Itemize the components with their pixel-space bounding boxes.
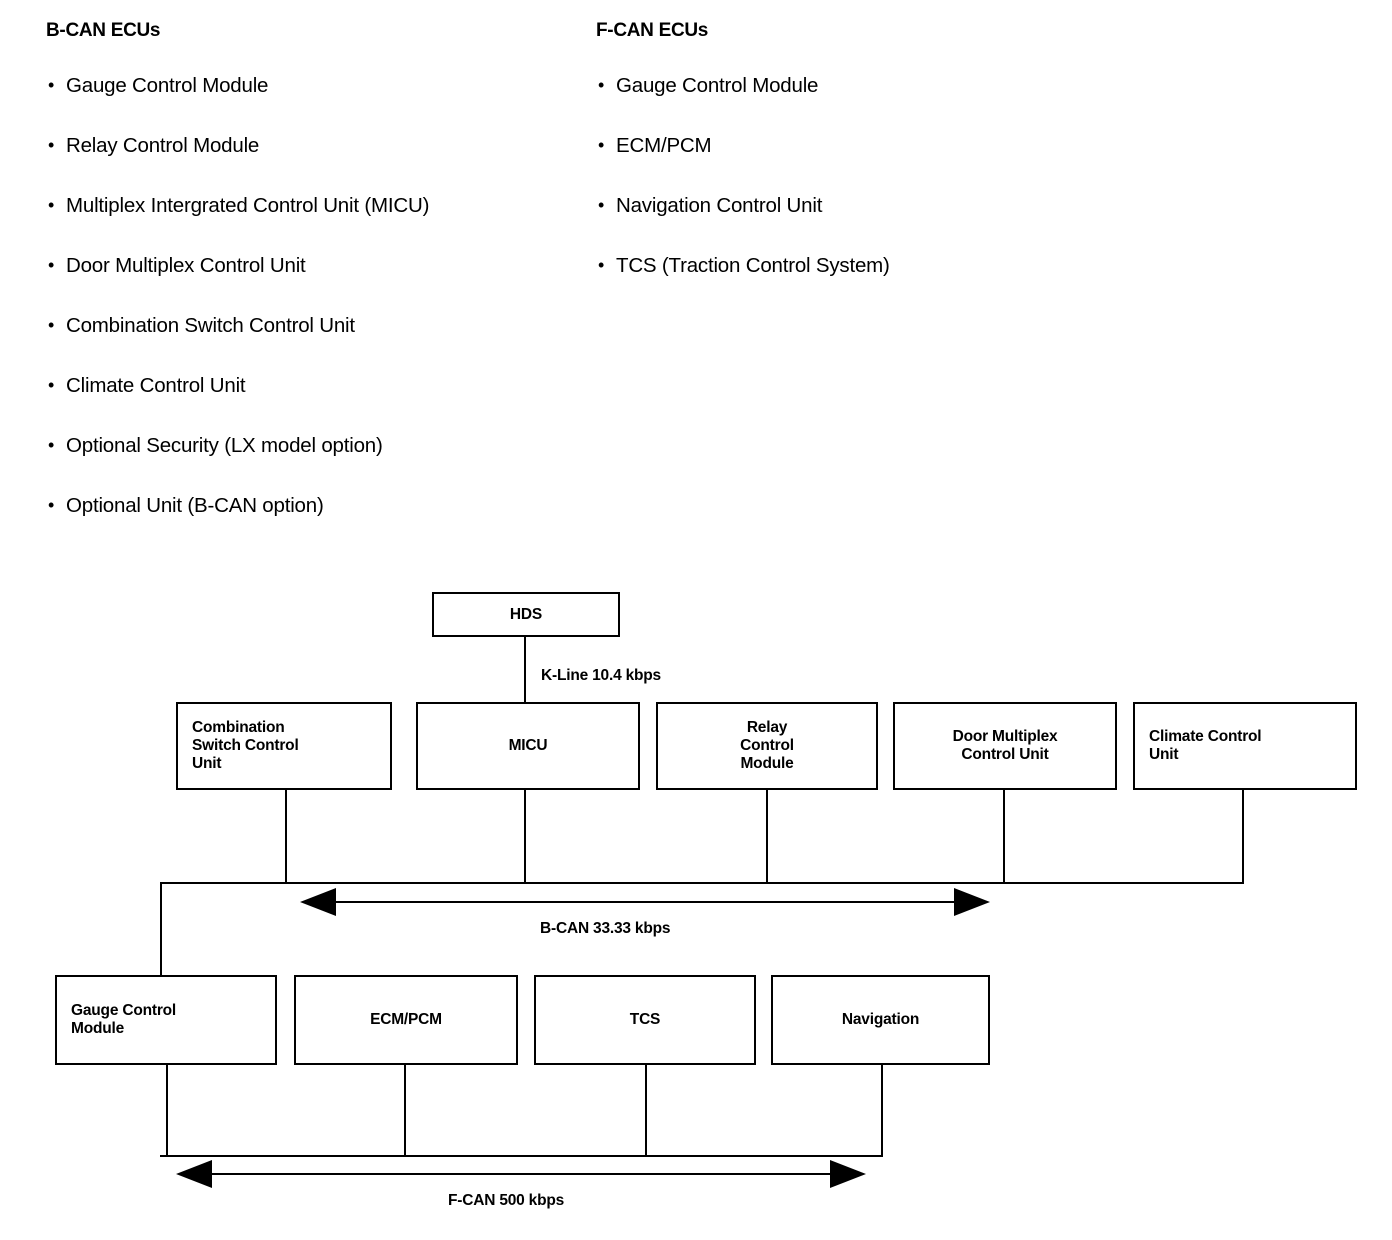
- node-label: Door Multiplex Control Unit: [952, 728, 1058, 763]
- list-item: • Door Multiplex Control Unit: [46, 254, 576, 278]
- node-label: MICU: [508, 737, 548, 754]
- list-item-label: Optional Security (LX model option): [66, 434, 383, 457]
- bcan-label: B-CAN 33.33 kbps: [540, 920, 671, 937]
- bullet-icon: •: [598, 135, 605, 155]
- wire-drop-micu: [524, 790, 526, 883]
- kline-label: K-Line 10.4 kbps: [541, 667, 661, 684]
- node-climate-control-unit: Climate Control Unit: [1133, 702, 1357, 790]
- list-item-label: Gauge Control Module: [66, 74, 269, 97]
- list-item-label: Relay Control Module: [66, 134, 260, 157]
- list-item-label: Climate Control Unit: [66, 374, 246, 397]
- node-label: Gauge Control Module: [71, 1002, 177, 1037]
- node-micu: MICU: [416, 702, 640, 790]
- fcan-double-arrow: [176, 1160, 866, 1188]
- bcan-ecu-list: B-CAN ECUs • Gauge Control Module • Rela…: [46, 20, 576, 554]
- node-label: Climate Control Unit: [1149, 728, 1262, 763]
- list-item-label: Combination Switch Control Unit: [66, 314, 355, 337]
- list-item-label: Multiplex Intergrated Control Unit (MICU…: [66, 194, 430, 217]
- bcan-list-heading: B-CAN ECUs: [46, 20, 161, 41]
- node-label: Combination Switch Control Unit: [192, 719, 299, 772]
- node-combination-switch-control-unit: Combination Switch Control Unit: [176, 702, 392, 790]
- list-item: • Relay Control Module: [46, 134, 576, 158]
- bullet-icon: •: [48, 75, 55, 95]
- wire-drop-combination-switch: [285, 790, 287, 883]
- node-ecm-pcm: ECM/PCM: [294, 975, 518, 1065]
- list-item: • Optional Unit (B-CAN option): [46, 494, 576, 518]
- node-label: HDS: [509, 605, 543, 623]
- bcan-double-arrow: [300, 888, 990, 916]
- node-label: ECM/PCM: [370, 1011, 442, 1028]
- list-item-label: Optional Unit (B-CAN option): [66, 494, 324, 517]
- bus-fcan-trunk: [160, 1155, 883, 1157]
- node-relay-control-module: Relay Control Module: [656, 702, 878, 790]
- wire-drop-door-multiplex: [1003, 790, 1005, 883]
- node-hds: HDS: [432, 592, 620, 637]
- node-door-multiplex-control-unit: Door Multiplex Control Unit: [893, 702, 1117, 790]
- bullet-icon: •: [48, 255, 55, 275]
- list-item-label: Door Multiplex Control Unit: [66, 254, 306, 277]
- node-label: Navigation: [841, 1011, 920, 1028]
- wire-drop-tcs: [645, 1065, 647, 1156]
- bus-bcan-trunk: [160, 882, 1244, 884]
- wire-drop-relay-control: [766, 790, 768, 883]
- bullet-icon: •: [48, 195, 55, 215]
- wire-kline: [524, 637, 526, 702]
- list-item-label: Gauge Control Module: [616, 74, 819, 97]
- fcan-label: F-CAN 500 kbps: [448, 1192, 565, 1209]
- bullet-icon: •: [48, 495, 55, 515]
- bullet-icon: •: [598, 195, 605, 215]
- list-item: • Gauge Control Module: [596, 74, 1056, 98]
- list-item-label: Navigation Control Unit: [616, 194, 823, 217]
- list-item: • Gauge Control Module: [46, 74, 576, 98]
- fcan-list-heading: F-CAN ECUs: [596, 20, 709, 41]
- bullet-icon: •: [48, 135, 55, 155]
- list-item: • Navigation Control Unit: [596, 194, 1056, 218]
- bullet-icon: •: [48, 375, 55, 395]
- list-item: • TCS (Traction Control System): [596, 254, 1056, 278]
- node-label: Relay Control Module: [740, 719, 794, 772]
- bullet-icon: •: [48, 315, 55, 335]
- node-navigation: Navigation: [771, 975, 990, 1065]
- list-item: • Combination Switch Control Unit: [46, 314, 576, 338]
- list-item-label: ECM/PCM: [616, 134, 712, 157]
- list-item: • Optional Security (LX model option): [46, 434, 576, 458]
- wire-drop-gauge-control: [166, 1065, 168, 1156]
- wire-drop-navigation: [881, 1065, 883, 1156]
- bullet-icon: •: [48, 435, 55, 455]
- bullet-icon: •: [598, 75, 605, 95]
- bus-bcan-left-riser: [160, 882, 162, 975]
- wire-drop-climate-control: [1242, 790, 1244, 883]
- list-item-label: TCS (Traction Control System): [616, 254, 890, 277]
- list-item: • Climate Control Unit: [46, 374, 576, 398]
- node-label: TCS: [629, 1011, 661, 1028]
- list-item: • Multiplex Intergrated Control Unit (MI…: [46, 194, 576, 218]
- bullet-icon: •: [598, 255, 605, 275]
- node-tcs: TCS: [534, 975, 756, 1065]
- node-gauge-control-module: Gauge Control Module: [55, 975, 277, 1065]
- list-item: • ECM/PCM: [596, 134, 1056, 158]
- wire-drop-ecm-pcm: [404, 1065, 406, 1156]
- fcan-ecu-list: F-CAN ECUs • Gauge Control Module • ECM/…: [596, 20, 1056, 314]
